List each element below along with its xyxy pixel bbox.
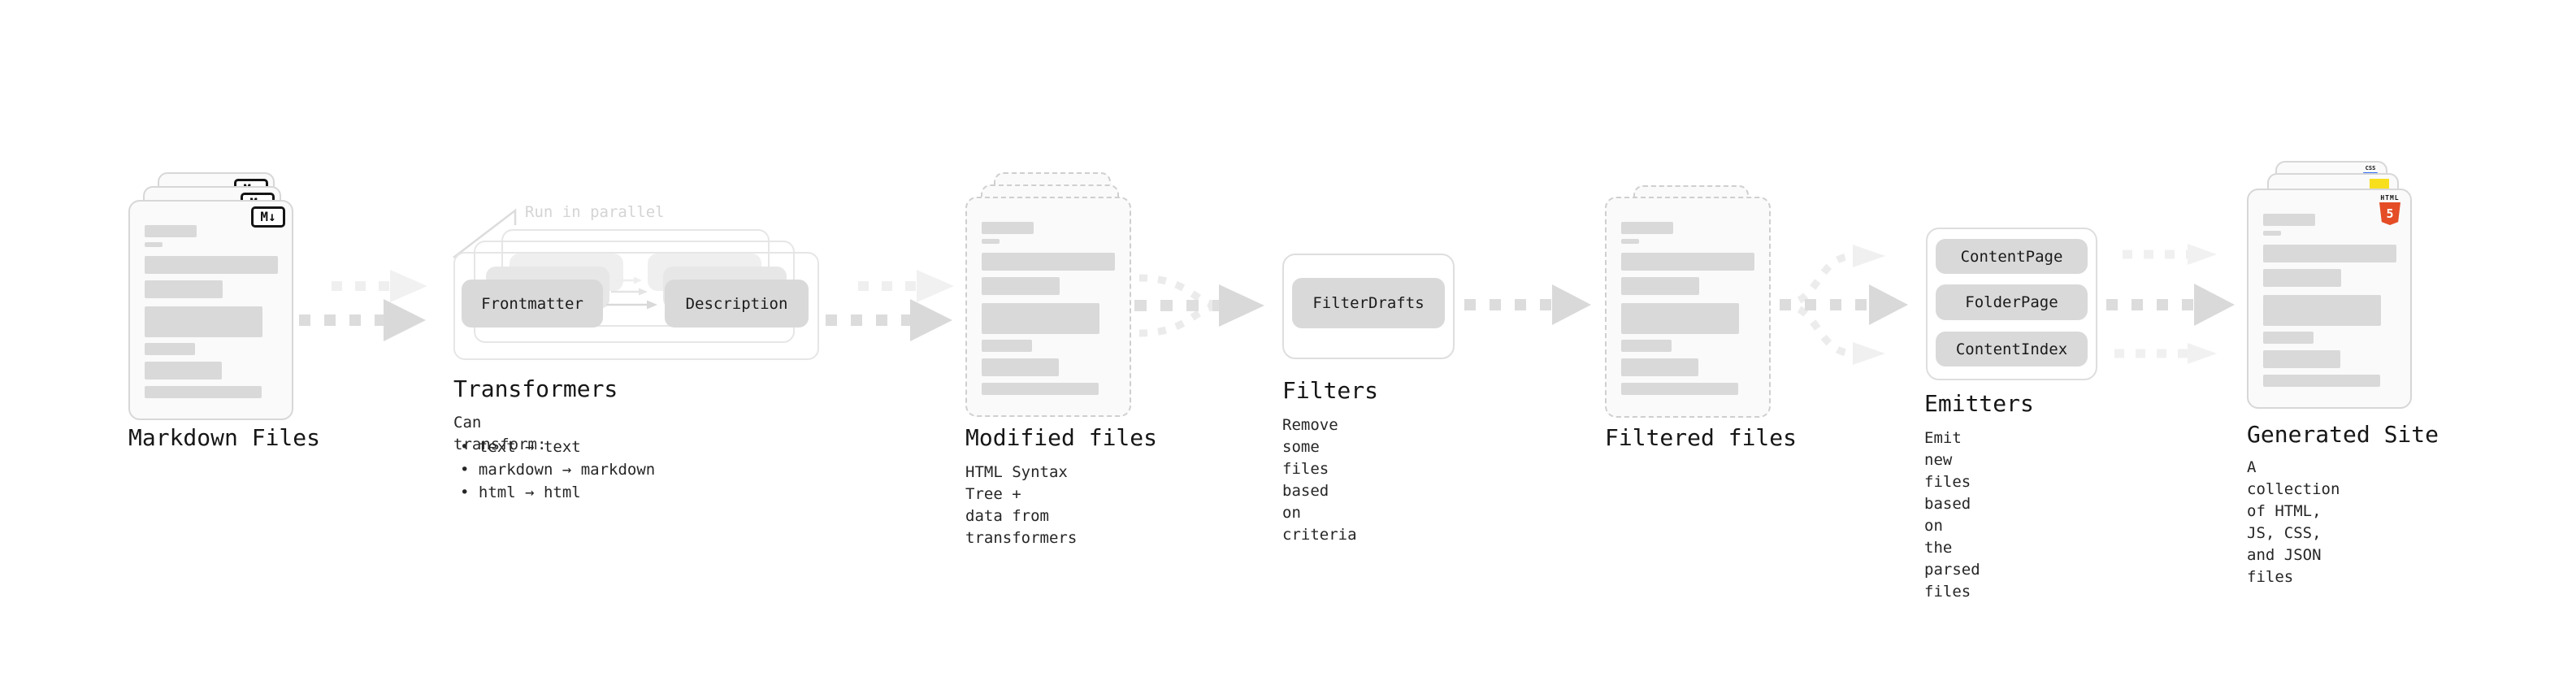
emitters-title: Emitters	[1924, 390, 2034, 417]
skeleton-bar	[1621, 358, 1698, 376]
skeleton-bar	[2263, 231, 2281, 236]
transformers-title: Transformers	[453, 375, 618, 402]
skeleton-bar	[2263, 214, 2315, 226]
arrow-filters-to-filtered	[1464, 284, 1591, 325]
bullet-item: • markdown → markdown	[460, 461, 656, 479]
skeleton-bar	[145, 386, 262, 398]
skeleton-bar	[1621, 340, 1672, 352]
generated-site-title: Generated Site	[2247, 421, 2439, 448]
modified-files-caption: HTML Syntax Tree + data from transformer…	[965, 463, 1078, 547]
js-badge	[2370, 179, 2389, 189]
skeleton-bar	[2263, 295, 2381, 326]
transformers-bullet-list: • text → text • markdown → markdown • ht…	[460, 436, 655, 504]
skeleton-bar	[1621, 222, 1673, 234]
skeleton-bar	[1621, 303, 1739, 334]
css-badge-label: CSS	[2365, 165, 2376, 171]
skeleton-bar	[2263, 350, 2340, 368]
skeleton-bar	[1621, 239, 1639, 244]
skeleton-bar	[982, 239, 1000, 244]
skeleton-bar	[145, 280, 223, 298]
skeleton-bar	[145, 362, 222, 380]
skeleton-bar	[145, 225, 197, 237]
skeleton-bar	[982, 303, 1099, 334]
markdown-files-title: Markdown Files	[128, 424, 321, 451]
skeleton-bar	[145, 306, 262, 337]
bullet-item: • html → html	[460, 484, 581, 501]
bullet-item: • text → text	[460, 438, 581, 456]
arrow-filtered-to-emitters	[1780, 245, 1908, 365]
skeleton-bar	[982, 253, 1115, 271]
modified-file-card	[965, 197, 1131, 417]
skeleton-bar	[982, 340, 1032, 352]
emitter-step-folderpage: FolderPage	[1936, 284, 2088, 320]
filtered-file-card	[1605, 197, 1771, 418]
arrow-transformers-to-modified	[826, 270, 954, 341]
skeleton-bar	[982, 383, 1099, 395]
transformers-caption-heading: Can transform:	[453, 414, 547, 453]
run-in-parallel-label: Run in parallel	[525, 203, 665, 221]
skeleton-bar	[1621, 277, 1699, 295]
html5-badge: HTML 5	[2379, 194, 2400, 225]
skeleton-bar	[145, 242, 163, 247]
arrow-emitters-to-site	[2106, 244, 2235, 364]
skeleton-bar	[2263, 332, 2314, 344]
emitter-step-contentindex: ContentIndex	[1936, 332, 2088, 367]
site-file-card-html: HTML 5	[2247, 189, 2412, 409]
transformer-step-description: Description	[665, 280, 809, 327]
emitters-caption: Emit new files based on the parsed files	[1924, 429, 1980, 601]
skeleton-bar	[2263, 245, 2396, 262]
arrow-markdown-to-transformers	[299, 270, 427, 341]
skeleton-bar	[145, 343, 195, 355]
skeleton-bar	[145, 256, 278, 274]
skeleton-bar	[1621, 253, 1754, 271]
markdown-file-card: M↓	[128, 200, 293, 420]
skeleton-bar	[982, 222, 1034, 234]
skeleton-bar	[2263, 269, 2341, 287]
filters-caption: Remove some files based on criteria	[1282, 416, 1357, 544]
skeleton-bar	[2263, 375, 2380, 387]
generated-site-caption: A collection of HTML, JS, CSS, and JSON …	[2247, 458, 2340, 586]
skeleton-bar	[982, 277, 1060, 295]
filters-title: Filters	[1282, 377, 1379, 404]
filter-step-filterdrafts: FilterDrafts	[1292, 278, 1445, 328]
arrow-modified-to-filters	[1134, 274, 1264, 337]
transformer-step-frontmatter: Frontmatter	[462, 280, 603, 327]
html5-badge-label: HTML	[2380, 194, 2400, 202]
skeleton-bar	[982, 358, 1059, 376]
skeleton-bar	[1621, 383, 1738, 395]
annotation-pointer-line	[453, 208, 517, 258]
transformer-inner-arrows	[606, 276, 657, 310]
emitter-step-contentpage: ContentPage	[1936, 239, 2088, 274]
html5-shield-icon: 5	[2379, 202, 2400, 225]
modified-files-title: Modified files	[965, 424, 1158, 451]
markdown-icon: M↓	[251, 206, 285, 228]
transformer-lane-front	[453, 252, 819, 360]
filtered-files-title: Filtered files	[1605, 424, 1798, 451]
